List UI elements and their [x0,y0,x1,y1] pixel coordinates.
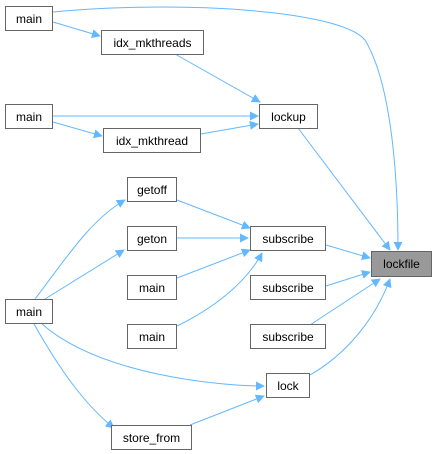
edge-main-left-to-store-from [33,323,115,429]
node-lockup[interactable]: lockup [259,104,318,129]
node-getoff[interactable]: getoff [127,177,177,202]
edge-main-mid2-to-subscribe-1 [176,252,263,327]
node-subscribe-2[interactable]: subscribe [250,275,326,300]
edge-main-top-to-idx-mkthreads [52,21,101,39]
node-subscribe-3[interactable]: subscribe [250,324,326,349]
edge-store-from-to-lock [189,394,265,426]
edge-lockup-to-lockfile [297,127,391,251]
node-lockfile: lockfile [371,251,432,277]
edge-main-2-to-idx-mkthread [52,121,103,139]
edge-idx-mkthread-to-lockup [200,120,259,135]
node-store-from[interactable]: store_from [111,425,192,450]
edge-main-left-to-getoff [34,199,126,300]
edge-lock-to-lockfile [309,278,392,376]
edge-subscribe-2-to-lockfile [325,270,371,287]
edge-main-mid1-to-subscribe-1 [176,248,251,279]
edge-main-left-to-geton [44,249,125,300]
node-geton[interactable]: geton [127,226,177,251]
node-main-mid1[interactable]: main [127,275,177,300]
node-idx-mkthreads[interactable]: idx_mkthreads [101,30,204,55]
edge-subscribe-3-to-lockfile [309,278,381,326]
edge-subscribe-1-to-lockfile [325,244,371,261]
node-main-mid2[interactable]: main [127,324,177,349]
node-idx-mkthread[interactable]: idx_mkthread [103,128,201,153]
node-lock[interactable]: lock [266,373,310,398]
node-subscribe-1[interactable]: subscribe [250,226,326,251]
node-main-top[interactable]: main [5,6,53,31]
node-main-left[interactable]: main [5,299,53,324]
edge-idx-mkthreads-to-lockup [174,53,261,103]
edge-getoff-to-subscribe-1 [176,199,251,230]
edge-main-left-to-lock [41,323,265,391]
edge-main-top-to-lockfile [52,6,403,251]
node-main-2[interactable]: main [5,104,53,129]
